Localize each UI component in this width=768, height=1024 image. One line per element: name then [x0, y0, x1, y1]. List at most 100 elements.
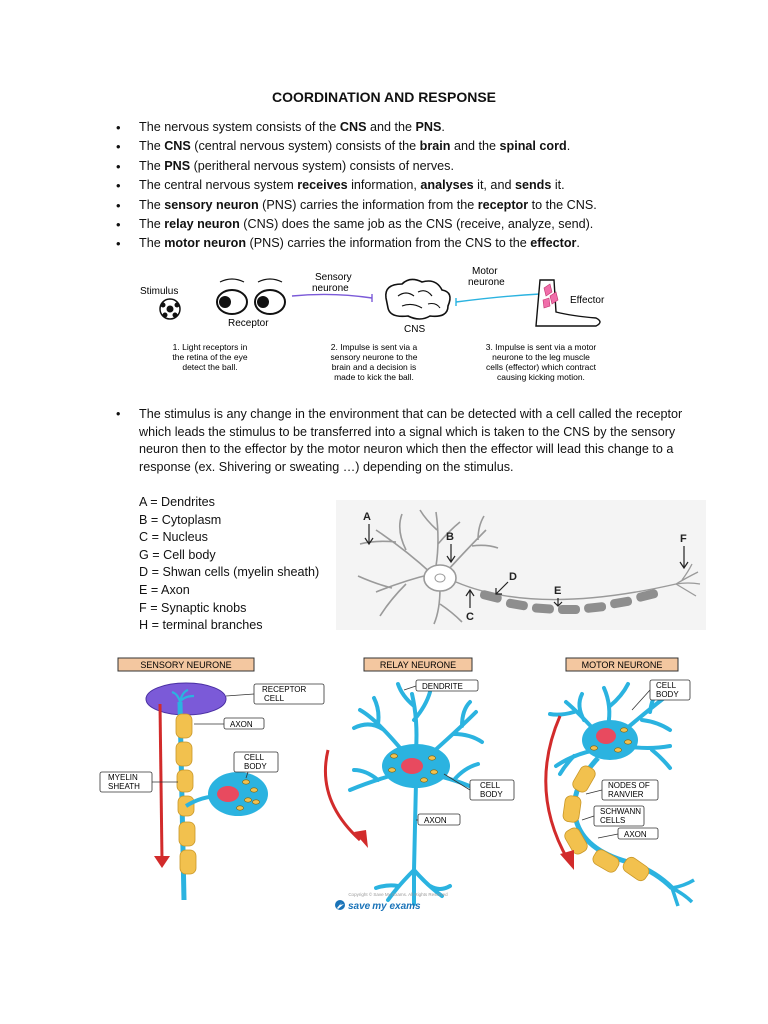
label-c: C: [466, 611, 474, 623]
legend-item: H = terminal branches: [139, 618, 263, 633]
bullet-text: information,: [347, 178, 421, 193]
svg-text:CELL: CELL: [244, 753, 265, 762]
relay-neurone: [323, 682, 484, 906]
bullet-item: The nervous system consists of the CNS a…: [116, 118, 726, 138]
bold-term: CNS: [339, 120, 367, 134]
legend-item: G = Cell body: [139, 547, 216, 562]
bullet-list: The nervous system consists of the CNS a…: [116, 118, 726, 254]
neuron-diagram: A B C D E F: [336, 500, 706, 630]
axon-terminals: [675, 563, 701, 597]
bullet-text: (PNS) carries the information from the C…: [246, 236, 531, 251]
neuron-legend: A = Dendrites B = Cytoplasm C = Nucleus G =…: [139, 494, 319, 635]
motor-neurone-label-1: Motor: [472, 266, 498, 277]
legend-item: D = Shwan cells (myelin sheath): [139, 565, 320, 580]
brain-icon: [385, 278, 451, 320]
svg-text:sensory neurone to the: sensory neurone to the: [331, 352, 418, 362]
bullet-text: to the CNS.: [528, 197, 597, 212]
svg-text:RELAY NEURONE: RELAY NEURONE: [380, 660, 456, 670]
bullet-text: and the: [366, 120, 416, 134]
motor-labels: CELL BODY NODES OF RANVIER SCHWANN CELLS…: [581, 679, 691, 840]
caption-3: 3. Impulse is sent via a motor neurone t…: [486, 342, 597, 382]
legend-item: C = Nucleus: [139, 530, 208, 545]
bullet-text: .: [576, 236, 580, 251]
svg-text:CELLS: CELLS: [600, 816, 625, 825]
relay-labels: DENDRITE CELL BODY AXON: [403, 679, 515, 826]
svg-text:SENSORY NEURONE: SENSORY NEURONE: [140, 660, 231, 670]
bullet-text: The: [139, 158, 165, 173]
page-title: COORDINATION AND RESPONSE: [271, 89, 496, 105]
svg-text:SHEATH: SHEATH: [108, 782, 140, 791]
bullet-text: and the: [450, 139, 500, 154]
svg-text:3. Impulse is sent via a motor: 3. Impulse is sent via a motor: [486, 342, 597, 352]
bullet-item: The CNS (central nervous system) consist…: [116, 137, 726, 157]
label-b: B: [446, 531, 454, 543]
myelin-sheath-segments: [479, 589, 659, 614]
motor-neurone: [544, 682, 695, 907]
svg-text:neurone to the leg muscle: neurone to the leg muscle: [492, 352, 590, 362]
legend-item: A = Dendrites: [139, 495, 215, 509]
sensory-neurone: [145, 682, 268, 901]
sensory-myelin-sheath: [175, 713, 197, 875]
svg-text:BODY: BODY: [244, 762, 267, 771]
svg-text:CELL: CELL: [480, 781, 501, 790]
stimulus-label: Stimulus: [140, 286, 178, 297]
bullet-text: it, and: [473, 178, 515, 193]
motor-title-box: MOTOR NEURONE: [565, 657, 679, 672]
bullet-text: .: [566, 139, 571, 154]
svg-text:CELL: CELL: [264, 694, 285, 703]
legend-item: F = Synaptic knobs: [139, 600, 247, 615]
bold-term: analyses: [420, 178, 474, 193]
neuron-types-diagram: SENSORY NEURONE RELAY NEURONE MOTOR NEUR…: [99, 657, 695, 912]
ball-icon: [159, 298, 181, 320]
svg-text:cells (effector) which contrac: cells (effector) which contract: [486, 362, 597, 372]
svg-text:2. Impulse is sent via a: 2. Impulse is sent via a: [331, 342, 418, 352]
caption-2: 2. Impulse is sent via a sensory neurone…: [331, 342, 418, 382]
bold-term: spinal cord: [499, 139, 567, 154]
bold-term: sensory neuron: [164, 197, 259, 212]
stimulus-paragraph: • The stimulus is any change in the envi…: [116, 407, 683, 474]
svg-text:brain and a decision is: brain and a decision is: [332, 362, 417, 372]
bold-term: relay neuron: [164, 217, 240, 232]
label-f: F: [680, 533, 687, 545]
label-e: E: [554, 585, 561, 597]
bullet-item: The central nervous system receives info…: [116, 176, 726, 196]
label-a: A: [363, 511, 371, 523]
svg-text:NODES OF: NODES OF: [608, 781, 650, 790]
motor-neurone-label-2: neurone: [468, 277, 505, 288]
receptor-cell: [145, 682, 227, 716]
svg-text:BODY: BODY: [480, 790, 503, 799]
receptor-label: Receptor: [228, 318, 269, 329]
bullet-text: The: [139, 217, 165, 232]
neuron-dendrites: [357, 509, 499, 625]
legend-item: B = Cytoplasm: [139, 512, 222, 527]
legend-item: E = Axon: [139, 582, 190, 597]
bullet-text: The: [139, 197, 165, 212]
bullet-text: (PNS) carries the information from the: [258, 197, 478, 212]
bold-term: receives: [297, 178, 348, 193]
bullet-item: The relay neuron (CNS) does the same job…: [116, 215, 726, 235]
bold-term: CNS: [164, 139, 191, 154]
svg-text:1. Light receptors in: 1. Light receptors in: [173, 342, 248, 352]
relay-title-box: RELAY NEURONE: [363, 657, 473, 672]
svg-text:AXON: AXON: [624, 830, 647, 839]
svg-text:RECEPTOR: RECEPTOR: [262, 685, 307, 694]
svg-text:DENDRITE: DENDRITE: [422, 682, 463, 691]
svg-text:made to kick the ball.: made to kick the ball.: [334, 372, 414, 382]
pathway-diagram: Stimulus Receptor Sensory neurone CNS Mo…: [140, 266, 605, 382]
label-d: D: [509, 571, 517, 583]
leg-icon: [535, 279, 601, 327]
bullet-text: The central nervous system: [139, 178, 298, 193]
sensory-labels: RECEPTOR CELL AXON CELL BODY MYELIN SHEA…: [99, 683, 325, 793]
bullet-item: The motor neuron (PNS) carries the infor…: [116, 234, 726, 254]
motor-myelin-sheath: [562, 765, 650, 882]
neuron-letter-labels: A B C D E F: [363, 511, 687, 623]
bullet-dot: •: [116, 407, 121, 421]
svg-text:BODY: BODY: [656, 690, 679, 699]
sensory-neurone-line: [291, 293, 373, 299]
svg-text:causing kicking motion.: causing kicking motion.: [497, 372, 585, 382]
sensory-neurone-label-1: Sensory: [315, 272, 352, 283]
bullet-text: (peritheral nervous system) consists of …: [190, 158, 454, 173]
effector-label: Effector: [570, 295, 605, 306]
